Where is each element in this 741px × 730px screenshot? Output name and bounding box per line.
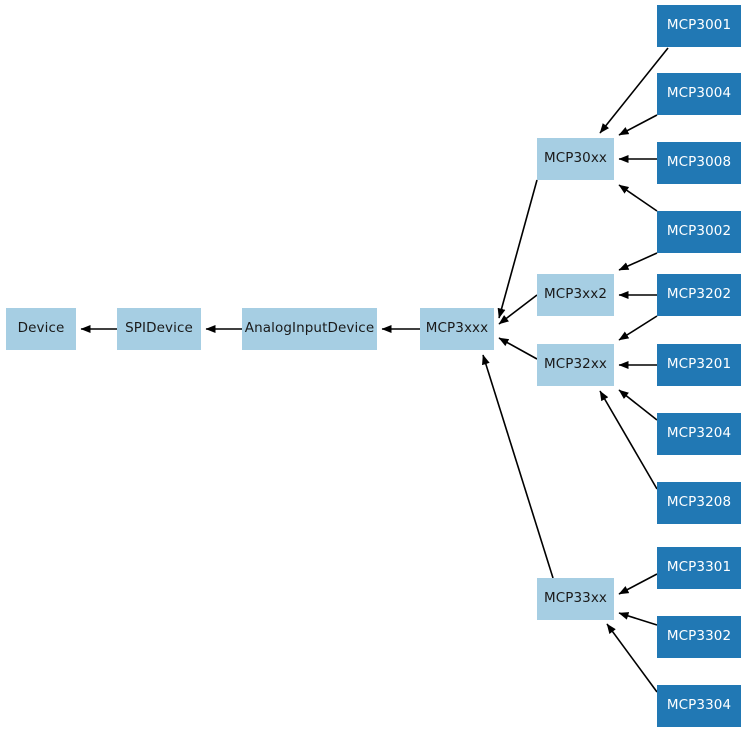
node-label: MCP3008 <box>666 154 732 171</box>
node-label: MCP3304 <box>666 697 732 714</box>
node-mcp3002[interactable]: MCP3002 <box>657 211 741 253</box>
node-label: MCP3004 <box>666 85 732 102</box>
node-device[interactable]: Device <box>6 308 76 350</box>
node-label: MCP3302 <box>666 628 732 645</box>
node-analoginput[interactable]: AnalogInputDevice <box>242 308 377 350</box>
node-mcp3001[interactable]: MCP3001 <box>657 5 741 47</box>
node-label: MCP32xx <box>543 356 608 373</box>
edge-mcp3001-to-mcp30xx <box>599 47 669 134</box>
edge-mcp3004-to-mcp30xx <box>618 114 658 136</box>
node-mcp3304[interactable]: MCP3304 <box>657 685 741 727</box>
node-mcp33xx[interactable]: MCP33xx <box>537 578 614 620</box>
node-mcp3xx2[interactable]: MCP3xx2 <box>537 274 614 316</box>
node-mcp3004[interactable]: MCP3004 <box>657 73 741 115</box>
node-label: MCP3xx2 <box>543 286 608 303</box>
edge-mcp3304-to-mcp33xx <box>606 623 658 693</box>
node-label: MCP3202 <box>666 286 732 303</box>
node-mcp3204[interactable]: MCP3204 <box>657 413 741 455</box>
edge-mcp33xx-to-mcp3xxx <box>482 354 554 579</box>
edge-mcp3204-to-mcp32xx <box>618 389 658 421</box>
edges-group <box>80 47 669 693</box>
node-label: MCP33xx <box>543 590 608 607</box>
edge-mcp3302-to-mcp33xx <box>618 612 658 626</box>
node-label: SPIDevice <box>125 320 193 337</box>
node-label: AnalogInputDevice <box>244 320 375 337</box>
node-label: MCP3201 <box>666 356 732 373</box>
edge-mcp3301-to-mcp33xx <box>618 573 658 595</box>
node-mcp30xx[interactable]: MCP30xx <box>537 138 614 180</box>
node-label: Device <box>17 320 65 337</box>
node-mcp3302[interactable]: MCP3302 <box>657 616 741 658</box>
edge-mcp3002-to-mcp30xx <box>618 184 658 212</box>
node-mcp3201[interactable]: MCP3201 <box>657 344 741 386</box>
node-mcp3202[interactable]: MCP3202 <box>657 274 741 316</box>
node-label: MCP30xx <box>543 150 608 167</box>
node-label: MCP3002 <box>666 223 732 240</box>
edge-mcp30xx-to-mcp3xxx <box>497 179 538 319</box>
edge-mcp3202-to-mcp32xx <box>618 315 658 341</box>
node-mcp3301[interactable]: MCP3301 <box>657 547 741 589</box>
node-label: MCP3204 <box>666 425 732 442</box>
node-mcp3208[interactable]: MCP3208 <box>657 482 741 524</box>
edge-mcp3xx2-to-mcp3xxx <box>498 294 538 325</box>
node-label: MCP3xxx <box>425 320 489 337</box>
node-mcp3xxx[interactable]: MCP3xxx <box>420 308 494 350</box>
node-mcp3008[interactable]: MCP3008 <box>657 142 741 184</box>
edge-mcp32xx-to-mcp3xxx <box>498 337 538 360</box>
node-label: MCP3208 <box>666 494 732 511</box>
node-label: MCP3301 <box>666 559 732 576</box>
edge-mcp3002-to-mcp3xx2 <box>618 252 658 271</box>
edge-mcp3208-to-mcp32xx <box>599 390 658 490</box>
node-label: MCP3001 <box>666 17 732 34</box>
node-mcp32xx[interactable]: MCP32xx <box>537 344 614 386</box>
node-spidevice[interactable]: SPIDevice <box>117 308 201 350</box>
